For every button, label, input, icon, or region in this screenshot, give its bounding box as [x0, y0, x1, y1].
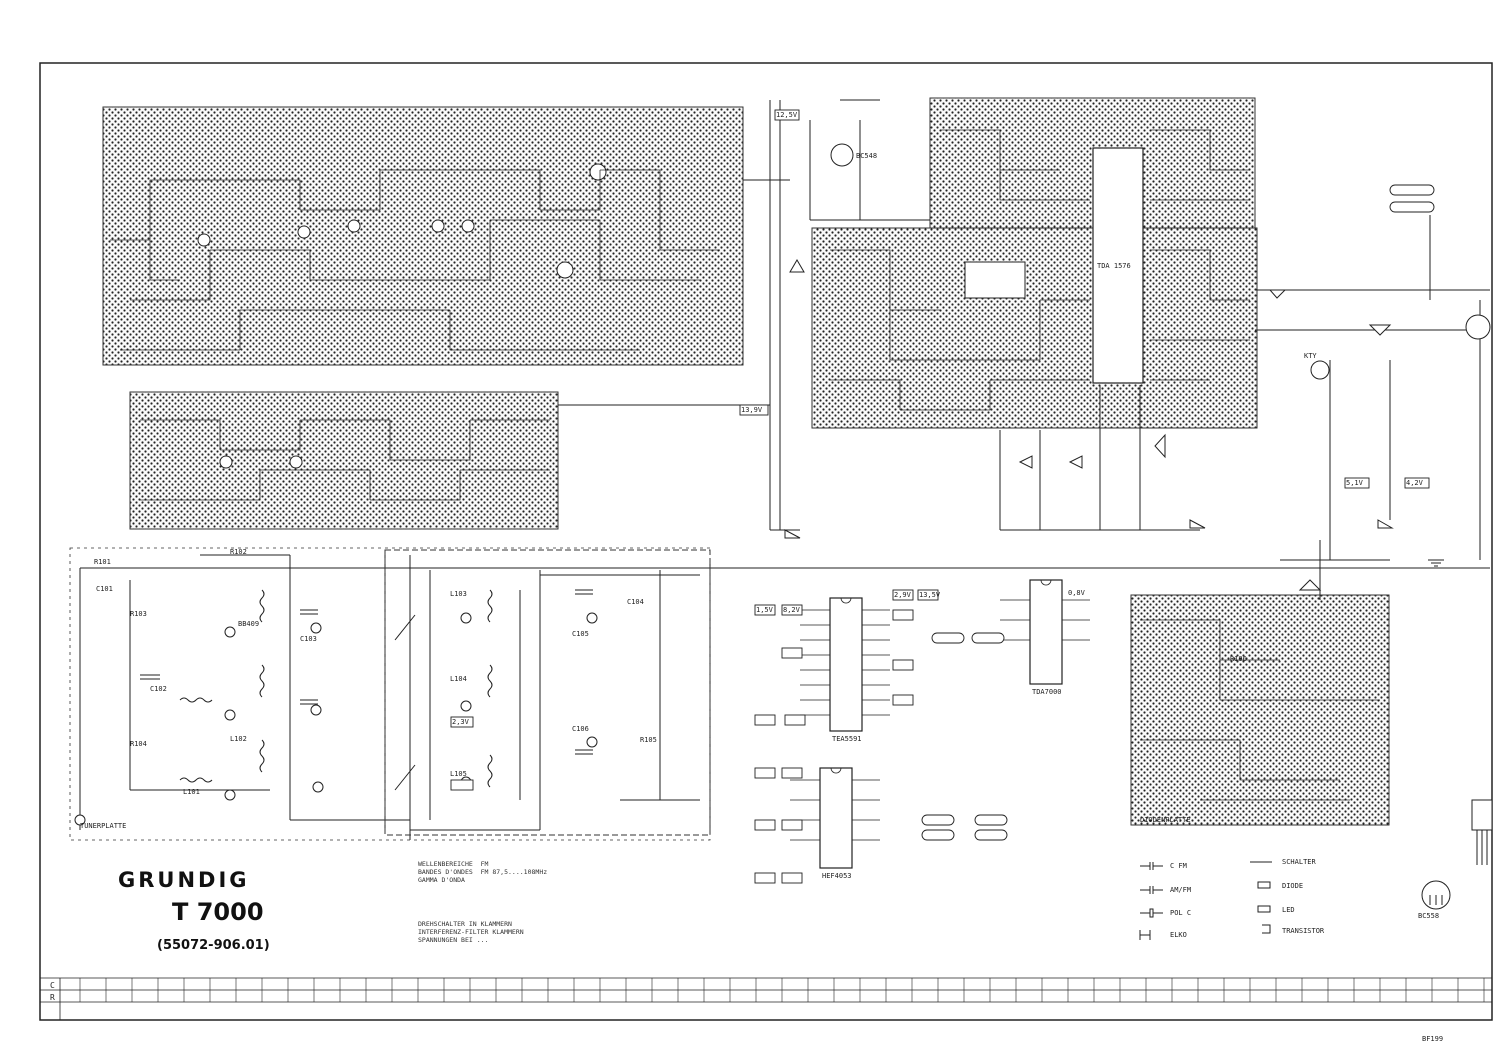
grid-row-c: C [50, 981, 55, 990]
transistor-label: BC558 [1418, 912, 1440, 920]
module-label-left: TUNERPLATTE [80, 822, 127, 830]
component-label: R102 [230, 548, 247, 556]
transistor-label: BF199 [1422, 1035, 1444, 1043]
ic-label-2: HEF4053 [822, 872, 852, 880]
model-number: T 7000 [172, 898, 264, 926]
component-label: R105 [640, 736, 657, 744]
component-label: C106 [572, 725, 589, 733]
voltage-label: 2,9V [894, 591, 911, 599]
voltage-label: 0,8V [1068, 589, 1085, 597]
voltage-label: 2,3V [452, 718, 469, 726]
module-if-board [102, 106, 744, 366]
component-label: L105 [450, 770, 467, 778]
part-number: (55072-906.01) [157, 938, 270, 953]
transistor-symbol [556, 143, 1491, 380]
diode-symbol [784, 259, 1394, 591]
sensor-label: KTY [1304, 352, 1317, 360]
voltage-label: 12,5V [776, 111, 798, 119]
component-label: L104 [450, 675, 467, 683]
ic-note: DREHSCHALTER IN KLAMMERN INTERFERENZ-FIL… [418, 920, 524, 944]
component-label: C105 [572, 630, 589, 638]
component-label: L102 [230, 735, 247, 743]
component-label: C103 [300, 635, 317, 643]
ic-symbol [819, 579, 1063, 869]
ground-symbol [1428, 559, 1444, 567]
legend-item: TRANSISTOR [1282, 927, 1325, 935]
ic-label-4: TDA 1576 [1097, 262, 1131, 270]
voltage-label: 5,1V [1346, 479, 1363, 487]
module-label-right: DIODENPLATTE [1140, 816, 1191, 824]
module-diode-board [1130, 594, 1390, 826]
ic-label-1: TEA5591 [832, 735, 862, 743]
bandwidth-note: WELLENBEREICHE FM BANDES D'ONDES FM 87,5… [418, 860, 548, 884]
legend-item: SCHALTER [1282, 858, 1316, 866]
legend-item: POL C [1170, 909, 1192, 917]
voltage-label: 4,2V [1406, 479, 1423, 487]
legend-item: AM/FM [1170, 886, 1192, 894]
legend-item: ELKO [1170, 931, 1187, 939]
component-label: R104 [130, 740, 147, 748]
voltage-label: 13,9V [741, 406, 763, 414]
voltage-label: 13,5V [919, 591, 941, 599]
component-label: C104 [627, 598, 644, 606]
legend-item: DIODE [1282, 882, 1304, 890]
module-if-lower [129, 391, 559, 530]
legend-item: LED [1282, 906, 1295, 914]
component-label: L101 [183, 788, 200, 796]
component-label: C102 [150, 685, 167, 693]
diode-label: BB409 [238, 620, 260, 628]
component-label: L103 [450, 590, 467, 598]
legend-item: C FM [1170, 862, 1187, 870]
brand-logo: GRUNDIG [118, 868, 250, 892]
component-label: R106 [1230, 655, 1247, 663]
voltage-label: 1,5V [756, 606, 773, 614]
component-label: R101 [94, 558, 111, 566]
voltage-label: 8,2V [783, 606, 800, 614]
component-label: R103 [130, 610, 147, 618]
ic-label-3: TDA7000 [1032, 688, 1062, 696]
component-label: C101 [96, 585, 113, 593]
coil-symbol [179, 589, 493, 788]
grid-row-r: R [50, 993, 55, 1002]
module-decoder-lower [811, 227, 1258, 429]
transistor-label: BC548 [856, 152, 878, 160]
